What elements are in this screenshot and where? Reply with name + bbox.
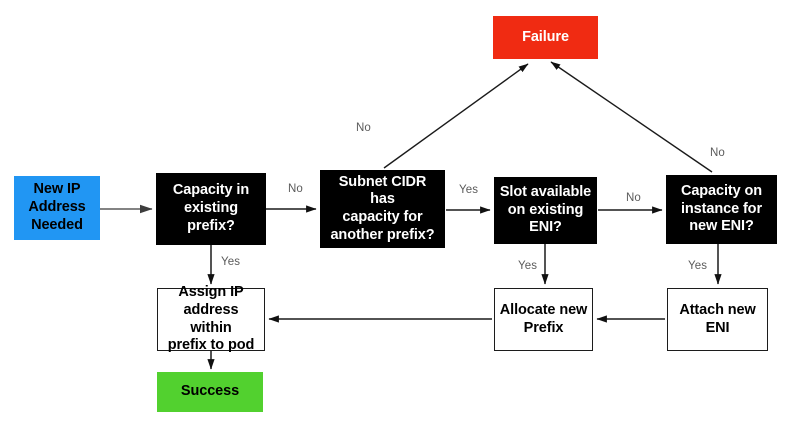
edge-label-no-capacity-instance: No [710, 147, 725, 159]
node-subnet-cidr-has-capacity[interactable]: Subnet CIDR has capacity for another pre… [320, 170, 445, 248]
node-success[interactable]: Success [157, 372, 263, 412]
node-assign-ip-address[interactable]: Assign IP address within prefix to pod [157, 284, 265, 353]
node-label: Failure [522, 28, 569, 45]
node-slot-available-on-existing-eni[interactable]: Slot available on existing ENI? [494, 177, 597, 244]
node-label: New IP Address Needed [28, 181, 86, 233]
node-new-ip-address-needed[interactable]: New IP Address Needed [14, 176, 100, 240]
node-allocate-new-prefix[interactable]: Allocate new Prefix [494, 288, 593, 351]
edge-instance-to-failure [550, 61, 713, 173]
node-label: Subnet CIDR has capacity for another pre… [330, 173, 435, 243]
edge-label-no-subnet-cidr: No [356, 122, 371, 134]
edge-subnet-to-failure [383, 63, 529, 169]
node-attach-new-eni[interactable]: Attach new ENI [667, 288, 768, 351]
node-label: Success [180, 383, 240, 400]
edge-label-yes-slot-available: Yes [518, 260, 538, 272]
node-label: Allocate new Prefix [499, 301, 588, 336]
node-label: Capacity in existing prefix? [172, 182, 250, 234]
node-label: Assign IP address within prefix to pod [167, 284, 255, 354]
edge-label-yes-capacity-instance: Yes [688, 260, 708, 272]
node-capacity-in-existing-prefix[interactable]: Capacity in existing prefix? [156, 173, 266, 245]
edge-label-yes-subnet-cidr: Yes [459, 184, 479, 196]
node-capacity-on-instance-for-new-eni[interactable]: Capacity on instance for new ENI? [666, 175, 777, 244]
node-failure[interactable]: Failure [493, 16, 598, 59]
edge-label-no-slot-available: No [626, 192, 641, 204]
edge-label-yes-capacity-existing-prefix: Yes [221, 256, 241, 268]
edge-label-no-capacity-existing-prefix: No [288, 183, 303, 195]
node-label: Slot available on existing ENI? [499, 183, 592, 236]
node-label: Capacity on instance for new ENI? [680, 182, 763, 235]
node-label: Attach new ENI [679, 301, 756, 336]
